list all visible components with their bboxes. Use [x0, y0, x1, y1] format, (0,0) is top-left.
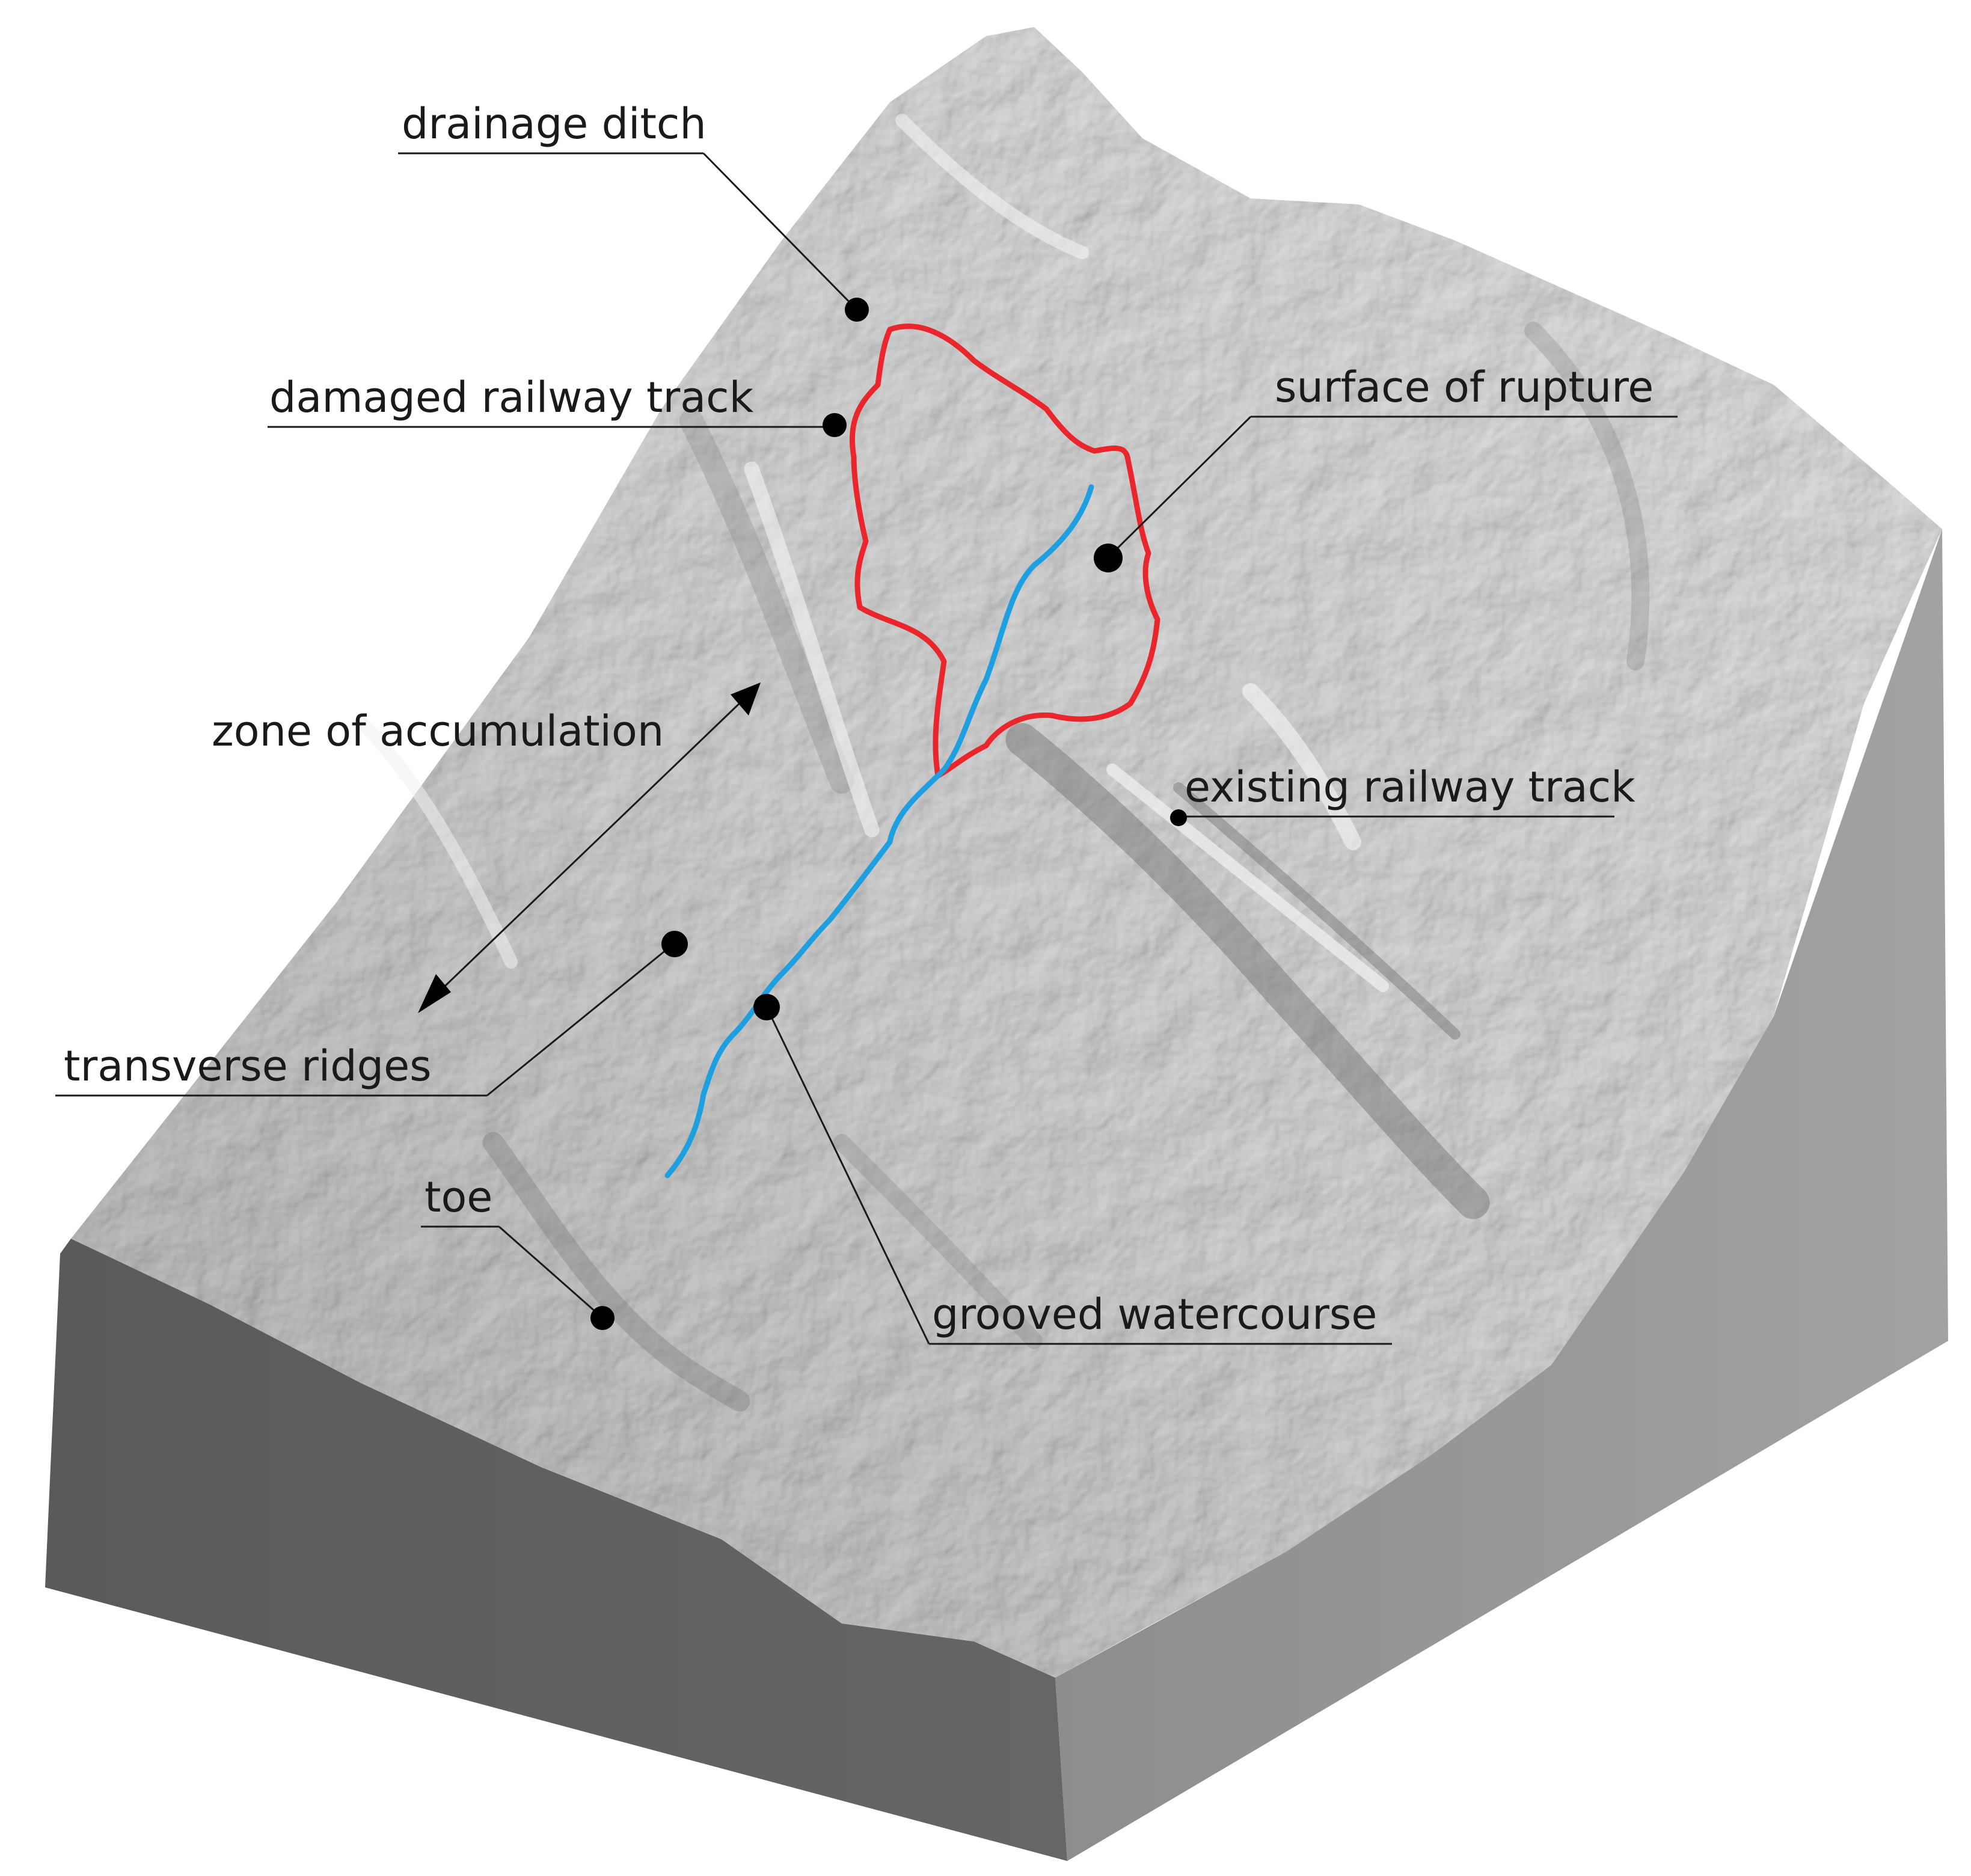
annotation-surface-of-rupture: surface of rupture	[1094, 363, 1678, 572]
annotation-existing-railway-track: existing railway track	[1170, 762, 1635, 826]
annotation-drainage-ditch: drainage ditch	[398, 99, 869, 322]
label-damaged-railway-track: damaged railway track	[269, 373, 754, 422]
annotation-toe: toe	[421, 1172, 615, 1330]
block-front-face	[45, 1239, 1067, 1861]
watercourse-line	[664, 484, 1094, 1179]
label-existing-railway-track: existing railway track	[1185, 762, 1635, 812]
label-grooved-watercourse: grooved watercourse	[932, 1290, 1377, 1339]
annotation-transverse-ridges: transverse ridges	[55, 931, 688, 1097]
label-toe: toe	[425, 1172, 492, 1222]
label-drainage-ditch: drainage ditch	[402, 99, 707, 149]
annotation-zone-of-accumulation: zone of accumulation	[212, 682, 761, 1013]
terrain-surface	[71, 27, 1942, 1678]
label-surface-of-rupture: surface of rupture	[1275, 363, 1654, 412]
rupture-outline	[849, 323, 1160, 779]
block-side-face	[1055, 529, 1948, 1861]
terrain-relief	[354, 114, 1650, 1412]
annotation-damaged-railway-track: damaged railway track	[268, 373, 847, 437]
label-zone-of-accumulation: zone of accumulation	[212, 707, 664, 756]
annotation-grooved-watercourse: grooved watercourse	[753, 994, 1392, 1345]
label-transverse-ridges: transverse ridges	[64, 1041, 432, 1091]
